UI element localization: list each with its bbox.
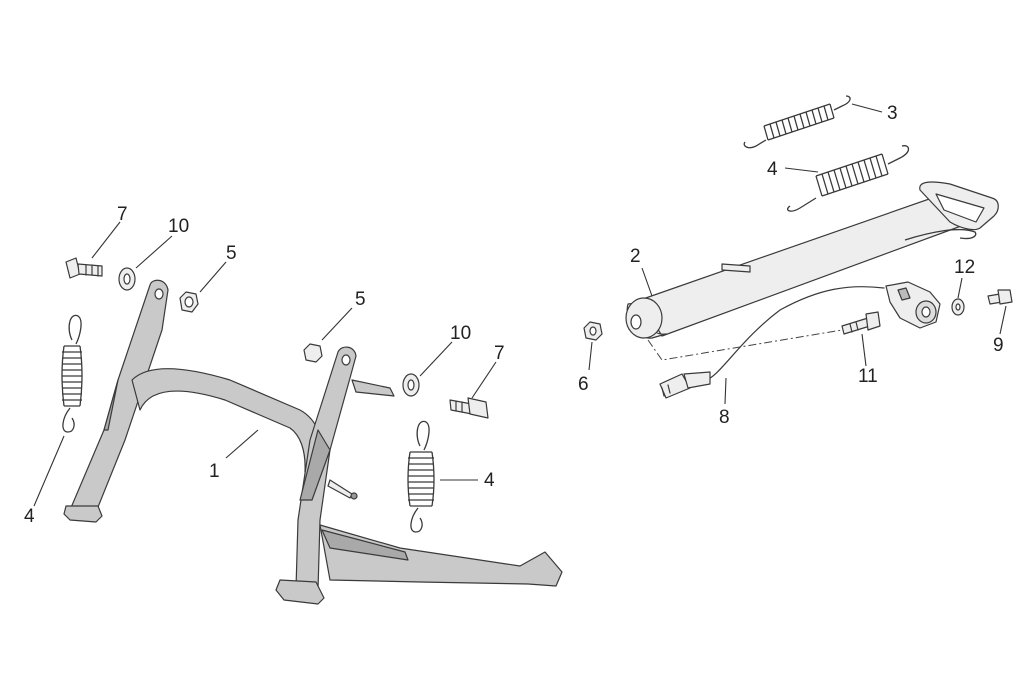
bolt-icon [65, 257, 103, 279]
nut-icon [583, 321, 603, 341]
callout-8: 8 [719, 407, 730, 428]
nut-icon [303, 343, 323, 363]
washer-icon [951, 298, 965, 316]
washer-icon [402, 373, 420, 397]
leader-lines [33, 103, 1007, 507]
spring-icon [786, 145, 910, 212]
callout-4-left: 4 [24, 506, 35, 527]
callout-7-left: 7 [117, 204, 128, 225]
center-stand [63, 279, 563, 605]
spring-icon [407, 420, 435, 533]
callout-5-left: 5 [226, 243, 237, 264]
callout-2: 2 [630, 246, 641, 267]
callout-10-left: 10 [168, 216, 189, 237]
callout-5-mid: 5 [355, 289, 366, 310]
bolt-icon [987, 289, 1013, 305]
callout-10-mid: 10 [450, 323, 471, 344]
callout-1: 1 [209, 461, 220, 482]
spring-icon [743, 95, 851, 149]
callout-12: 12 [954, 257, 975, 278]
nut-icon [179, 291, 199, 313]
washer-icon [118, 267, 136, 291]
callout-6: 6 [578, 374, 589, 395]
bolt-icon [449, 397, 489, 419]
callout-9: 9 [993, 335, 1004, 356]
callout-11: 11 [858, 366, 878, 387]
screw-icon [841, 311, 881, 335]
spring-icon [61, 314, 83, 433]
callout-4-mid: 4 [484, 470, 495, 491]
alignment-line [647, 329, 843, 361]
callout-3: 3 [887, 103, 898, 124]
cable-icon [659, 286, 885, 399]
sensor-switch [885, 281, 941, 329]
callout-7-mid: 7 [494, 343, 505, 364]
side-stand [625, 181, 999, 339]
callout-4-top: 4 [767, 159, 778, 180]
